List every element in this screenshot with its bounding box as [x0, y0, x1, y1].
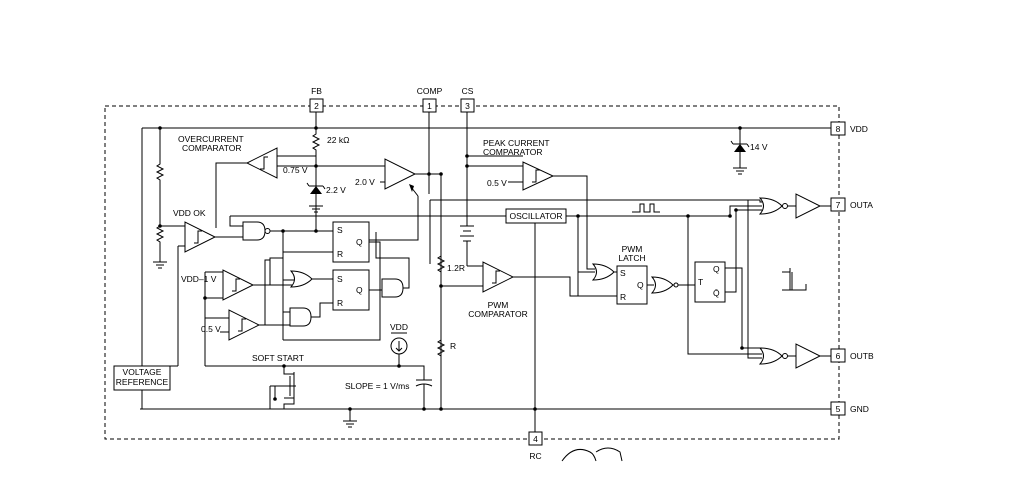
svg-text:RC: RC — [529, 451, 541, 461]
outa-nor-gate — [758, 197, 788, 215]
svg-text:GND: GND — [850, 404, 869, 414]
soft-start-flip-flop: S R Q — [332, 269, 370, 311]
outb-nor-gate — [758, 347, 788, 365]
svg-text:S: S — [620, 268, 626, 278]
svg-text:VDD OK: VDD OK — [173, 208, 206, 218]
svg-text:CS: CS — [462, 86, 474, 96]
svg-text:LATCH: LATCH — [618, 253, 645, 263]
pin-vdd: 8 VDD — [830, 121, 868, 136]
latch-or-gate — [591, 263, 615, 281]
outa-driver — [795, 193, 822, 219]
svg-text:VDD: VDD — [850, 124, 868, 134]
pin-comp: 1 COMP — [417, 86, 443, 113]
svg-text:Q: Q — [356, 285, 363, 295]
pin-cs: 3 CS — [460, 86, 475, 113]
svg-text:4: 4 — [533, 434, 538, 444]
svg-text:S: S — [337, 274, 343, 284]
soft-start-comparator — [228, 309, 261, 341]
pin-outb: 6 OUTB — [830, 348, 874, 363]
svg-text:OVERCURRENT: OVERCURRENT — [178, 134, 244, 144]
svg-text:0.5 V: 0.5 V — [487, 178, 507, 188]
vdd-ok-comparator: VDD OK — [173, 208, 217, 253]
output-timing-symbol — [782, 268, 807, 291]
svg-text:14 V: 14 V — [750, 142, 768, 152]
svg-text:7: 7 — [836, 200, 841, 210]
svg-text:22 kΩ: 22 kΩ — [327, 135, 349, 145]
soft-start-or-gate — [289, 270, 313, 288]
resistor-r — [436, 339, 446, 357]
svg-text:2.0 V: 2.0 V — [355, 177, 375, 187]
pin-fb: 2 FB — [309, 86, 324, 113]
soft-start-and-gate-lower — [289, 307, 312, 327]
soft-start-current-source: VDD — [390, 322, 408, 355]
svg-text:1.2R: 1.2R — [447, 263, 465, 273]
pin-rc: 4 RC — [528, 431, 543, 461]
svg-text:6: 6 — [836, 351, 841, 361]
svg-text:REFERENCE: REFERENCE — [116, 377, 169, 387]
svg-text:0.75 V: 0.75 V — [283, 165, 308, 175]
svg-text:SLOPE = 1 V/ms: SLOPE = 1 V/ms — [345, 381, 410, 391]
svg-text:R: R — [337, 298, 343, 308]
uvlo-comparator — [222, 269, 255, 301]
svg-text:2.2 V: 2.2 V — [326, 185, 346, 195]
svg-text:OSCILLATOR: OSCILLATOR — [509, 211, 562, 221]
soft-start-mosfet — [269, 364, 296, 409]
toggle-flip-flop: T Q Q̄ — [694, 261, 726, 303]
voltage-reference: VOLTAGE REFERENCE — [113, 365, 171, 391]
overcurrent-comparator: 0.75 V OVERCURRENT COMPARATOR — [178, 134, 308, 179]
oscillator: OSCILLATOR — [505, 208, 567, 224]
svg-text:Q̄: Q̄ — [713, 288, 720, 298]
enable-nand-gate — [242, 221, 271, 241]
svg-text:R: R — [450, 341, 456, 351]
svg-text:Q: Q — [637, 280, 644, 290]
svg-text:FB: FB — [311, 86, 322, 96]
svg-text:VDD: VDD — [390, 322, 408, 332]
rc-waveform — [561, 447, 623, 462]
resistor-22k — [311, 128, 321, 166]
svg-text:0.5 V: 0.5 V — [201, 324, 221, 334]
svg-text:OUTB: OUTB — [850, 351, 874, 361]
svg-text:PEAK CURRENT: PEAK CURRENT — [483, 138, 550, 148]
resistor-1-2r — [436, 255, 446, 273]
svg-text:Q: Q — [713, 264, 720, 274]
pin-outa: 7 OUTA — [830, 197, 873, 212]
cs-offset-source — [460, 225, 474, 242]
svg-text:SOFT START: SOFT START — [252, 353, 304, 363]
svg-text:2: 2 — [314, 101, 319, 111]
svg-text:3: 3 — [465, 101, 470, 111]
svg-text:S: S — [337, 225, 343, 235]
zener-2v2: 2.2 V — [306, 182, 346, 213]
svg-text:PWM: PWM — [488, 300, 509, 310]
svg-text:COMPARATOR: COMPARATOR — [182, 143, 242, 153]
svg-text:VOLTAGE: VOLTAGE — [123, 367, 162, 377]
peak-current-comparator: PEAK CURRENT COMPARATOR 0.5 V — [483, 138, 555, 191]
latch-output-or-gate — [650, 276, 674, 294]
error-amplifier: 2.0 V — [355, 158, 417, 190]
svg-text:OUTA: OUTA — [850, 200, 873, 210]
vdd-divider-resistors — [155, 128, 165, 262]
svg-text:COMP: COMP — [417, 86, 443, 96]
svg-text:Q: Q — [356, 237, 363, 247]
soft-start-and-gate-right — [381, 278, 404, 298]
svg-text:COMPARATOR: COMPARATOR — [483, 147, 543, 157]
svg-text:1: 1 — [427, 101, 432, 111]
svg-text:VDD–1 V: VDD–1 V — [181, 274, 217, 284]
soft-start-capacitor — [415, 379, 433, 409]
zener-14v: 14 V — [730, 128, 768, 175]
svg-text:T: T — [698, 277, 703, 287]
pwm-comparator: PWM COMPARATOR — [468, 261, 528, 319]
svg-text:8: 8 — [836, 124, 841, 134]
pwm-latch: S R Q PWM LATCH — [616, 244, 648, 305]
svg-text:COMPARATOR: COMPARATOR — [468, 309, 528, 319]
ground-symbol — [343, 409, 357, 428]
svg-text:R: R — [620, 292, 626, 302]
svg-text:5: 5 — [836, 404, 841, 414]
clock-pulse-waveform — [632, 203, 660, 213]
fault-flip-flop: S R Q — [332, 221, 370, 263]
outb-driver — [795, 343, 822, 369]
svg-text:PWM: PWM — [622, 244, 643, 254]
svg-text:R: R — [337, 249, 343, 259]
pin-gnd: 5 GND — [830, 401, 869, 416]
